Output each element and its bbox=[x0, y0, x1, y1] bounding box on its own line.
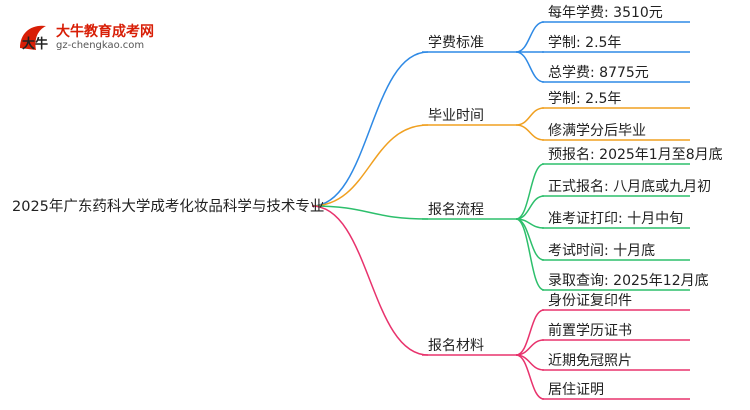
leaf-label: 预报名: 2025年1月至8月底 bbox=[548, 147, 723, 163]
root-to-branch-connector bbox=[311, 205, 429, 356]
branch-to-leaf-connector bbox=[515, 195, 545, 220]
branch-to-leaf-connector bbox=[515, 124, 545, 141]
leaf-label: 每年学费: 3510元 bbox=[548, 5, 663, 21]
leaf-label: 准考证打印: 十月中旬 bbox=[548, 211, 684, 227]
leaf-label: 居住证明 bbox=[548, 382, 604, 398]
leaf-label: 总学费: 8775元 bbox=[548, 65, 649, 81]
logo-emblem-icon: 大牛 bbox=[20, 25, 48, 52]
leaf-label: 前置学历证书 bbox=[548, 323, 632, 339]
leaf-label: 修满学分后毕业 bbox=[548, 123, 646, 139]
root-to-branch-connector bbox=[311, 205, 429, 220]
branch-label: 毕业时间 bbox=[428, 108, 484, 124]
branch-label: 报名材料 bbox=[428, 338, 484, 354]
leaf-label: 学制: 2.5年 bbox=[548, 35, 622, 51]
branch-label: 学费标准 bbox=[428, 35, 484, 51]
branch-to-leaf-connector bbox=[515, 218, 545, 291]
logo-title: 大牛教育成考网 bbox=[56, 24, 154, 40]
logo-mark-text: 大牛 bbox=[22, 36, 48, 52]
logo-url: gz-chengkao.com bbox=[56, 40, 145, 51]
leaf-label: 近期免冠照片 bbox=[548, 353, 632, 369]
leaf-label: 学制: 2.5年 bbox=[548, 91, 622, 107]
branch-label: 报名流程 bbox=[428, 202, 484, 218]
mindmap-root: 2025年广东药科大学成考化妆品科学与技术专业 bbox=[12, 199, 325, 215]
branch-to-leaf-connector bbox=[515, 51, 545, 83]
branch-to-leaf-connector bbox=[515, 21, 545, 53]
branch-to-leaf-connector bbox=[515, 309, 545, 356]
leaf-label: 考试时间: 十月底 bbox=[548, 243, 656, 259]
leaf-label: 录取查询: 2025年12月底 bbox=[548, 273, 709, 289]
leaf-label: 身份证复印件 bbox=[548, 293, 632, 309]
leaf-label: 正式报名: 八月底或九月初 bbox=[548, 179, 712, 195]
branch-to-leaf-connector bbox=[515, 163, 545, 220]
branch-to-leaf-connector bbox=[515, 354, 545, 400]
root-to-branch-connector bbox=[311, 124, 429, 207]
branch-to-leaf-connector bbox=[515, 107, 545, 126]
site-logo[interactable]: 大牛 大牛教育成考网 gz-chengkao.com bbox=[14, 18, 164, 58]
root-to-branch-connector bbox=[311, 51, 429, 207]
